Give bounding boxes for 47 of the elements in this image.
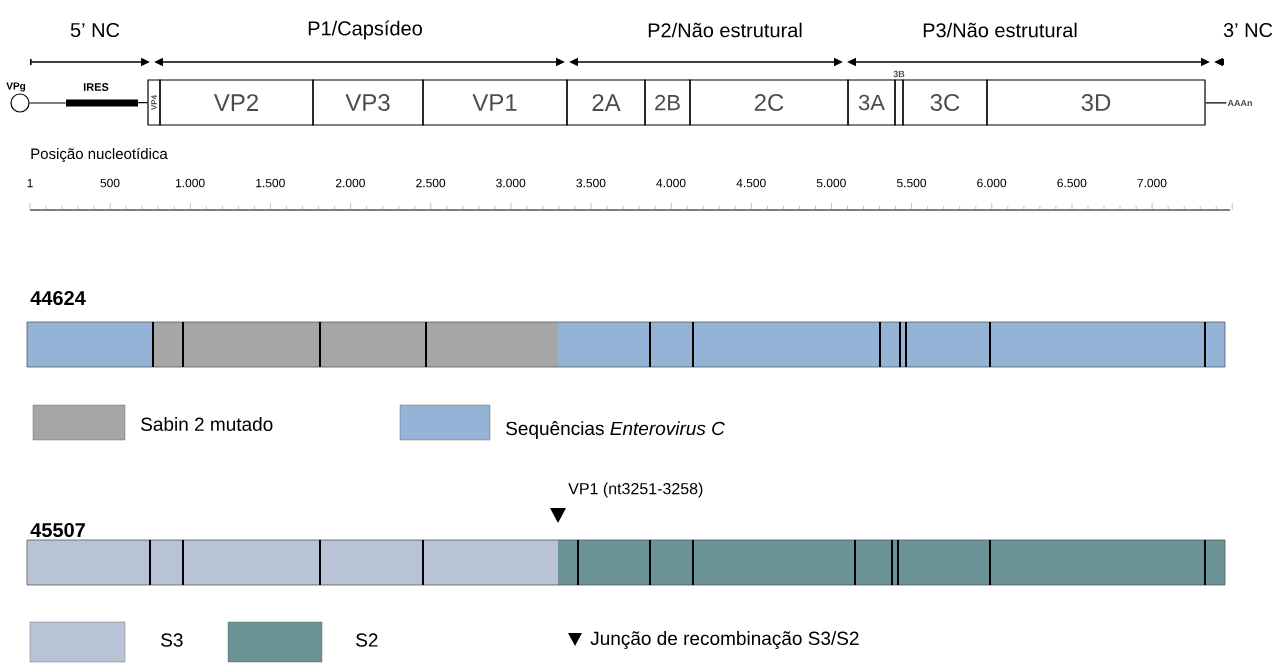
connector-line — [1205, 102, 1227, 104]
polya-tail: AAAn — [1227, 99, 1252, 107]
gene-segment: 2A — [566, 79, 646, 126]
tick-label: 2.500 — [416, 178, 446, 188]
gene-segment: VP3 — [312, 79, 424, 126]
legend-label: Sabin 2 mutado — [141, 417, 273, 431]
gene-segment: VP1 — [422, 79, 568, 126]
tick-label: 4.000 — [656, 178, 686, 188]
region-label: P3/Não estrutural — [923, 22, 1077, 38]
gene-segment: 3A — [847, 79, 896, 126]
node-label: IRES — [83, 83, 109, 91]
region-label: P2/Não estrutural — [648, 22, 802, 38]
sample-label: 44624 — [30, 290, 86, 306]
tick-label: 2.000 — [336, 178, 365, 188]
legend-label: Junção de recombinação S3/S2 — [590, 631, 859, 649]
gene-segment: VP4 — [147, 79, 161, 126]
tick-label: 4.500 — [736, 178, 766, 188]
tick-label: 1.500 — [256, 178, 285, 188]
gene-segment: 3D — [986, 79, 1206, 126]
region-label: P1/Capsídeo — [308, 20, 422, 40]
sample-label: 45507 — [30, 522, 85, 538]
connector-line — [137, 101, 148, 104]
junction-label: VP1 (nt3251-3258) — [568, 482, 703, 498]
gene-segment: 3B — [893, 70, 905, 126]
tick-label: 5.000 — [816, 178, 846, 188]
region-label: 3’ NC — [1223, 22, 1273, 38]
connector-line — [29, 102, 67, 104]
gene-segment: 2B — [644, 79, 691, 126]
node-label: VPg — [6, 82, 26, 92]
legend-label: S3 — [161, 633, 183, 647]
region-label: 5’ NC — [70, 22, 120, 38]
tick-label: 5.500 — [897, 178, 927, 188]
tick-label: 3.500 — [576, 178, 606, 188]
tick-label: 500 — [100, 178, 120, 188]
gene-segment: 3C — [902, 79, 988, 126]
gene-segment: 2C — [689, 79, 849, 126]
tick-label: 6.000 — [977, 178, 1007, 188]
node-label: 3B — [893, 70, 905, 78]
legend-label: Sequências Enterovirus C — [506, 421, 725, 439]
tick-label: 1 — [27, 178, 33, 188]
tick-label: 3.000 — [496, 178, 526, 188]
axis-title: Posição nucleotídica — [31, 147, 168, 163]
legend-label: S2 — [356, 633, 378, 647]
tick-label: 1.000 — [176, 178, 205, 188]
tick-label: 7.000 — [1137, 178, 1167, 188]
tick-label: 6.500 — [1057, 178, 1087, 188]
gene-segment: VP2 — [159, 79, 314, 126]
